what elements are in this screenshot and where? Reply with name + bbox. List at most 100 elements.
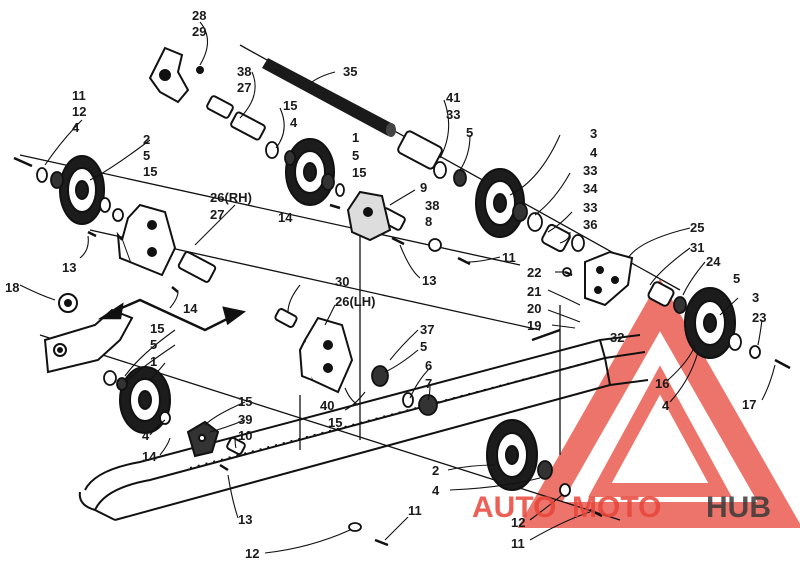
part-label-19: 19 xyxy=(527,318,541,333)
part-label-28: 28 xyxy=(192,8,206,23)
part-label-14-c: 14 xyxy=(142,449,157,464)
part-label-26-rh: 26(RH) xyxy=(210,190,252,205)
part-label-11-d: 11 xyxy=(408,503,422,518)
shaft-35 xyxy=(262,58,396,137)
part-label-33-b: 33 xyxy=(583,163,597,178)
part-label-4-b: 4 xyxy=(590,145,598,160)
part-label-35: 35 xyxy=(343,64,357,79)
part-label-34: 34 xyxy=(583,181,598,196)
direction-arrow xyxy=(97,298,246,332)
part-label-40: 40 xyxy=(320,398,334,413)
part-label-5-f: 5 xyxy=(150,337,157,352)
part-label-38-top: 38 xyxy=(237,64,251,79)
part-label-3-top: 3 xyxy=(590,126,597,141)
part-label-33-a: 33 xyxy=(446,107,460,122)
part-label-5-b: 5 xyxy=(466,125,473,140)
part-label-4-d: 4 xyxy=(662,398,670,413)
part-label-31: 31 xyxy=(690,240,704,255)
wheel-1-lower xyxy=(119,366,171,434)
part-label-13-b: 13 xyxy=(422,273,436,288)
part-label-15-a: 15 xyxy=(283,98,297,113)
part-label-39: 39 xyxy=(238,412,252,427)
part-label-23: 23 xyxy=(752,310,766,325)
part-label-9: 9 xyxy=(420,180,427,195)
part-label-5-e: 5 xyxy=(420,339,427,354)
part-label-20: 20 xyxy=(527,301,541,316)
wheel-3-right xyxy=(684,287,736,359)
watermark-text: AUTO MOTO HUB xyxy=(472,491,771,524)
part-label-12-b: 12 xyxy=(511,515,525,530)
part-label-30: 30 xyxy=(335,274,349,289)
leader-lines xyxy=(19,21,776,554)
part-label-11-b: 11 xyxy=(502,250,516,265)
block-39 xyxy=(186,420,220,458)
part-label-21: 21 xyxy=(527,284,541,299)
part-label-17: 17 xyxy=(742,397,756,412)
part-label-33-c: 33 xyxy=(583,200,597,215)
part-label-1-top: 1 xyxy=(352,130,359,145)
part-label-15-d: 15 xyxy=(150,321,164,336)
part-label-14-b: 14 xyxy=(183,301,198,316)
part-label-32: 32 xyxy=(610,330,624,345)
part-label-26-lh: 26(LH) xyxy=(335,294,375,309)
part-label-2-lower: 2 xyxy=(432,463,439,478)
part-label-15-b: 15 xyxy=(352,165,366,180)
bracket-26-rh xyxy=(116,203,177,277)
part-label-5-c: 5 xyxy=(143,148,150,163)
idler-wheels xyxy=(59,138,736,491)
washers xyxy=(36,141,761,532)
part-label-11-c: 11 xyxy=(511,536,525,551)
wheel-2-lower xyxy=(486,419,538,491)
part-label-1-lower: 1 xyxy=(150,354,157,369)
part-label-8: 8 xyxy=(425,214,432,229)
part-label-24: 24 xyxy=(706,254,721,269)
part-label-2-top: 2 xyxy=(143,132,150,147)
part-label-27-mid: 27 xyxy=(210,207,224,222)
wheel-3-upper xyxy=(475,168,525,238)
part-label-27-top: 27 xyxy=(237,80,251,95)
part-label-6: 6 xyxy=(425,358,432,373)
part-label-5-d: 5 xyxy=(733,271,740,286)
watermark-logo-triangle xyxy=(517,278,800,528)
part-label-36: 36 xyxy=(583,217,597,232)
part-label-41: 41 xyxy=(446,90,460,105)
part-label-4-a: 4 xyxy=(290,115,298,130)
part-label-4-e: 4 xyxy=(142,428,150,443)
part-label-7: 7 xyxy=(425,376,432,391)
watermark-moto: MOTO xyxy=(572,491,661,524)
watermark-auto: AUTO xyxy=(472,491,556,524)
plate-25 xyxy=(584,250,634,307)
wheel-1-upper xyxy=(285,138,335,206)
part-label-15-e: 15 xyxy=(238,394,252,409)
part-label-16: 16 xyxy=(655,376,669,391)
bolts xyxy=(13,156,791,547)
part-label-14-a: 14 xyxy=(278,210,293,225)
part-label-38-mid: 38 xyxy=(425,198,439,213)
bracket-28 xyxy=(148,46,204,104)
part-label-5-a: 5 xyxy=(352,148,359,163)
bracket-9 xyxy=(346,190,392,242)
bracket-26-lh xyxy=(298,316,354,394)
part-label-4-f: 4 xyxy=(432,483,440,498)
part-label-25: 25 xyxy=(690,220,704,235)
swing-arm-18 xyxy=(43,293,134,374)
part-label-13-c: 13 xyxy=(238,512,252,527)
wheel-2-upper xyxy=(59,155,105,225)
slide-rail xyxy=(78,334,649,521)
part-label-22: 22 xyxy=(527,265,541,280)
part-label-3-right: 3 xyxy=(752,290,759,305)
part-label-11-a: 11 xyxy=(72,88,86,103)
part-label-12-c: 12 xyxy=(245,546,259,561)
watermark-hub: HUB xyxy=(706,491,771,524)
part-label-13-a: 13 xyxy=(62,260,76,275)
part-label-12-a: 12 xyxy=(72,104,86,119)
part-label-4-c: 4 xyxy=(72,120,80,135)
part-label-18: 18 xyxy=(5,280,19,295)
part-label-15-c: 15 xyxy=(143,164,157,179)
part-number-labels: 28 29 35 38 27 15 4 1 5 15 41 33 5 3 4 3… xyxy=(5,8,766,561)
part-label-10: 10 xyxy=(238,428,252,443)
part-label-29: 29 xyxy=(192,24,206,39)
part-label-15-f: 15 xyxy=(328,415,342,430)
